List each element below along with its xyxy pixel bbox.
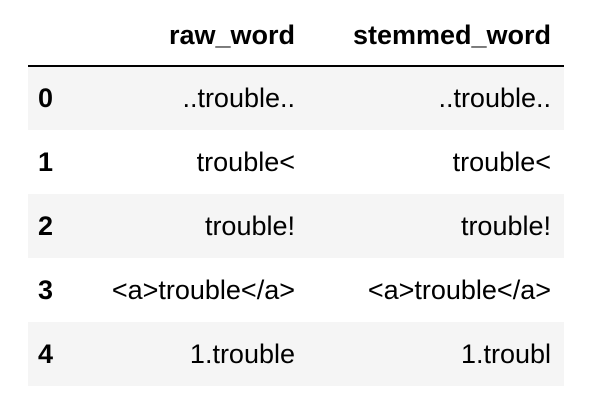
table-body: 0 ..trouble.. ..trouble.. 1 trouble< tro…: [28, 66, 564, 386]
table-row: 3 <a>trouble</a> <a>trouble</a>: [28, 258, 564, 322]
table-header: raw_word stemmed_word: [28, 6, 564, 67]
dataframe-output: raw_word stemmed_word 0 ..trouble.. ..tr…: [28, 6, 564, 386]
cell-raw-word: trouble!: [204, 210, 295, 241]
cell-raw-word: 1.trouble: [189, 338, 295, 369]
cell-raw-word: trouble<: [196, 146, 295, 177]
cell-stemmed-word: <a>trouble</a>: [367, 274, 551, 305]
table-row: 0 ..trouble.. ..trouble..: [28, 66, 564, 130]
row-index: 0: [38, 83, 54, 113]
column-header-stemmed-word: stemmed_word: [308, 6, 564, 67]
table-row: 4 1.trouble 1.troubl: [28, 322, 564, 386]
cell-stemmed-word: trouble!: [460, 210, 551, 241]
row-index: 1: [38, 146, 54, 177]
row-index: 4: [38, 338, 54, 369]
cell-raw-word: <a>trouble</a>: [111, 274, 295, 305]
row-index: 3: [38, 274, 54, 305]
cell-stemmed-word: 1.troubl: [460, 338, 551, 369]
cell-raw-word: ..trouble..: [182, 83, 295, 113]
table-row: 1 trouble< trouble<: [28, 130, 564, 194]
cell-stemmed-word: trouble<: [452, 146, 551, 177]
row-index: 2: [38, 210, 54, 241]
dataframe-table: raw_word stemmed_word 0 ..trouble.. ..tr…: [28, 6, 564, 386]
header-row: raw_word stemmed_word: [28, 6, 564, 67]
cell-stemmed-word: ..trouble..: [438, 83, 551, 113]
table-row: 2 trouble! trouble!: [28, 194, 564, 258]
index-column-header: [28, 6, 58, 67]
column-header-raw-word: raw_word: [58, 6, 308, 67]
